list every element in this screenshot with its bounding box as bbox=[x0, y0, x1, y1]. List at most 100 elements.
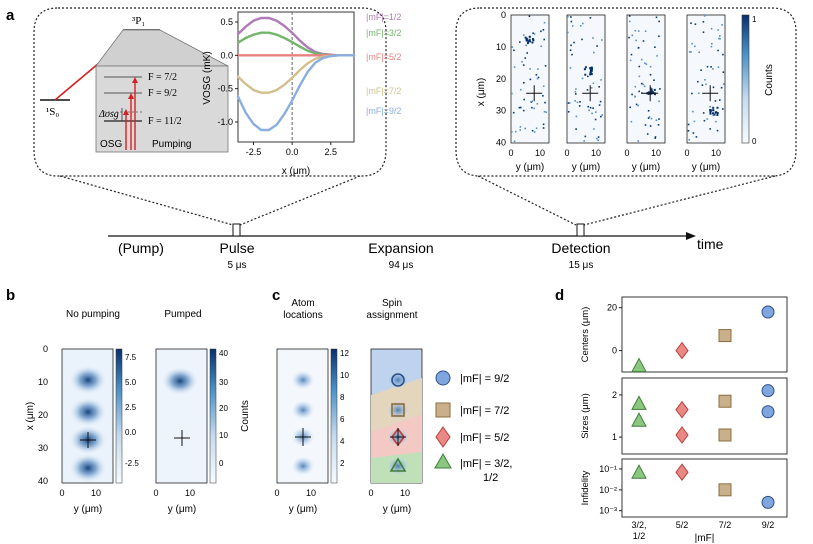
b-cbar2-tick-3: 10 bbox=[219, 431, 228, 440]
b-colorbar-1 bbox=[115, 348, 123, 484]
b-title-no-pumping: No pumping bbox=[66, 309, 120, 320]
b-cbar1-tick-3: 0.0 bbox=[125, 428, 137, 437]
svg-text:10: 10 bbox=[400, 488, 410, 498]
vosg-ytick: -1.0 bbox=[217, 117, 233, 127]
panel-label-b: b bbox=[6, 287, 15, 304]
stage-expansion-duration: 94 μs bbox=[389, 260, 414, 271]
legend-label-52: |mF| = 5/2 bbox=[460, 432, 509, 444]
c-cbar-tick-4: 4 bbox=[340, 437, 345, 446]
hyperfine-box bbox=[95, 65, 229, 153]
d-ytick: 20 bbox=[607, 303, 617, 313]
vosg-ytick: -0.5 bbox=[217, 84, 233, 94]
a-cbar-label: Counts bbox=[764, 64, 775, 96]
panel-label-c: c bbox=[272, 287, 280, 304]
b-cbar1-tick-0: 7.5 bbox=[125, 353, 137, 362]
b-xlabel-1: y (μm) bbox=[74, 504, 103, 515]
d-ytick: 2 bbox=[612, 390, 617, 400]
svg-text:10: 10 bbox=[306, 488, 316, 498]
a-cbar-tick-top: 1 bbox=[752, 15, 757, 24]
svg-text:0: 0 bbox=[153, 488, 158, 498]
pumping-label: Pumping bbox=[152, 139, 191, 150]
d-ytick: 0 bbox=[612, 346, 617, 356]
svg-text:10: 10 bbox=[185, 488, 195, 498]
d-xtick: 5/2 bbox=[676, 520, 689, 530]
detuning-label: Δosg bbox=[98, 109, 119, 120]
stage-pulse-duration: 5 μs bbox=[227, 260, 246, 271]
b-ylabel: x (μm) bbox=[25, 402, 36, 431]
stage-detection: Detection bbox=[551, 240, 610, 256]
b-cloud-1 bbox=[70, 366, 106, 394]
d-ylabel-3: Infidelity bbox=[580, 470, 591, 505]
panel-b: No pumping Pumped 7.5 5.0 2.5 0.0 -2.5 4… bbox=[25, 309, 251, 515]
b-cbar2-tick-4: 0 bbox=[219, 459, 224, 468]
c-cbar-tick-3: 6 bbox=[340, 415, 345, 424]
a-images-ylabel: x (μm) bbox=[476, 78, 487, 107]
a-image-4 bbox=[686, 14, 726, 144]
legend-square-icon bbox=[435, 402, 451, 418]
d-ytick: 10⁻² bbox=[599, 485, 617, 495]
callout-box-left bbox=[33, 7, 387, 177]
a-image-xlabel: y (μm) bbox=[516, 162, 545, 173]
a-cbar-tick-bottom: 0 bbox=[752, 137, 757, 146]
d-xtick: 9/2 bbox=[762, 520, 775, 530]
vosg-ylabel: VOSG (mK) bbox=[202, 51, 213, 104]
legend-diamond-icon bbox=[435, 426, 451, 448]
d-marker-square bbox=[718, 394, 732, 408]
c-spin-marker-square bbox=[391, 403, 405, 417]
callout-connector-left bbox=[59, 175, 361, 226]
osg-label: OSG bbox=[100, 139, 122, 150]
d-marker-triangle bbox=[631, 395, 647, 410]
a-colorbar bbox=[741, 14, 750, 144]
svg-text:0: 0 bbox=[684, 148, 689, 158]
c-spin-marker-circle bbox=[391, 373, 405, 387]
vosg-series-4 bbox=[236, 54, 356, 94]
b-cbar2-tick-1: 30 bbox=[219, 378, 228, 387]
vosg-xtick: 2.5 bbox=[325, 147, 338, 157]
hyperfine-label-112: F = 11/2 bbox=[148, 116, 182, 127]
svg-text:0: 0 bbox=[59, 488, 64, 498]
hyperfine-label-72: F = 7/2 bbox=[148, 72, 177, 83]
d-marker-triangle bbox=[631, 464, 647, 479]
b-cbar2-tick-2: 20 bbox=[219, 404, 228, 413]
svg-text:10: 10 bbox=[591, 148, 601, 158]
d-marker-diamond bbox=[675, 341, 689, 360]
d-marker-square bbox=[718, 428, 732, 442]
b-cbar1-tick-1: 5.0 bbox=[125, 378, 137, 387]
legend-label-32: |mF| = 3/2, bbox=[460, 458, 512, 470]
a-image-xlabel: y (μm) bbox=[632, 162, 661, 173]
svg-text:0: 0 bbox=[501, 10, 506, 20]
b-colorbar-label: Counts bbox=[240, 400, 251, 432]
b-xlabel-2: y (μm) bbox=[168, 504, 197, 515]
c-cbar-tick-5: 2 bbox=[340, 459, 345, 468]
d-plot-frame-2 bbox=[621, 377, 788, 455]
c-xlabel-2: y (μm) bbox=[383, 504, 412, 515]
vosg-legend-5: |mF|=9/2 bbox=[366, 106, 401, 116]
vosg-xtick: 0.0 bbox=[286, 147, 299, 157]
svg-text:0: 0 bbox=[43, 344, 48, 354]
svg-text:0: 0 bbox=[508, 148, 513, 158]
svg-text:20: 20 bbox=[38, 410, 48, 420]
legend-label-12: 1/2 bbox=[483, 472, 498, 484]
b-title-pumped: Pumped bbox=[164, 309, 201, 320]
b-cloud-4 bbox=[70, 454, 106, 482]
c-legend: |mF| = 9/2 |mF| = 7/2 |mF| = 5/2 |mF| = … bbox=[434, 370, 512, 484]
c-spin-map bbox=[370, 348, 423, 484]
b-cloud-2 bbox=[70, 398, 106, 426]
callout-connector-right bbox=[477, 175, 776, 226]
svg-text:10: 10 bbox=[535, 148, 545, 158]
d-marker-diamond bbox=[675, 463, 689, 482]
b-colorbar-2 bbox=[209, 348, 217, 484]
callout-box-right bbox=[455, 7, 797, 177]
d-marker-circle bbox=[761, 405, 775, 419]
svg-text:40: 40 bbox=[496, 138, 506, 148]
vosg-legend-4: |mF|=7/2 bbox=[366, 86, 401, 96]
stage-pump: (Pump) bbox=[118, 240, 164, 256]
svg-text:0: 0 bbox=[564, 148, 569, 158]
stage-pulse: Pulse bbox=[219, 240, 254, 256]
upper-state-label: ³P₁ bbox=[132, 15, 145, 27]
svg-text:40: 40 bbox=[38, 476, 48, 486]
d-ylabel-1: Centers (μm) bbox=[580, 307, 591, 363]
